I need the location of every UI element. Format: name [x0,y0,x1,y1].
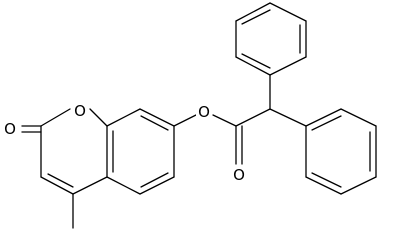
bond-c8-c7 [139,108,175,127]
bond-lower-phenyl-4 [340,176,377,195]
bond-c8a-c8 [106,108,141,127]
bond-upper-phenyl-1 [269,56,307,76]
atom-label-ester-carbonyl-oxygen: O [233,166,245,184]
bond-c8-c7-inner [140,115,169,131]
bond-carbonyl-ch [235,108,271,127]
bond-upper-phenyl-inner-2 [241,9,271,25]
bond-c3-c4 [40,176,74,195]
bond-ester-o-carbonyl [212,114,237,127]
bond-upper-phenyl-3 [269,2,307,22]
bond-c7-ester-o [173,114,197,127]
atom-labels: O O O O [2,102,247,184]
bond-c3-c4-inner [47,173,74,188]
atom-label-ring-oxygen: O [74,102,86,120]
atom-label-bg-ring-oxygen [72,102,88,119]
bond-o1-c8a [89,108,108,127]
bond-lower-phenyl-5 [305,176,342,195]
atom-label-carbonyl-oxygen-lactone: O [4,120,16,138]
bond-upper-phenyl-inner-3 [241,53,271,69]
bond-c2-o1 [40,108,71,127]
bond-ch-lower-phenyl [269,108,307,127]
atom-label-bg-ester-oxygen [196,104,212,121]
bond-lower-phenyl-inner-3 [311,172,342,188]
bond-c6-c5-inner [140,172,169,188]
bond-lower-phenyl-inner-1 [311,115,342,131]
bond-c5-c4a [106,176,141,195]
bond-lines [21,2,377,229]
bond-lower-phenyl-2 [340,108,377,127]
atom-label-bg-ester-carbonyl-oxygen [231,166,247,183]
atom-label-ester-oxygen: O [198,103,210,121]
bond-upper-phenyl-4 [235,2,271,22]
atom-label-bg-carbonyl-oxygen-lactone [2,120,18,137]
bond-upper-phenyl-6 [235,56,271,76]
bond-lower-phenyl-1 [305,108,342,127]
bond-c6-c5 [139,176,175,195]
bond-c4-c4a [72,176,108,195]
